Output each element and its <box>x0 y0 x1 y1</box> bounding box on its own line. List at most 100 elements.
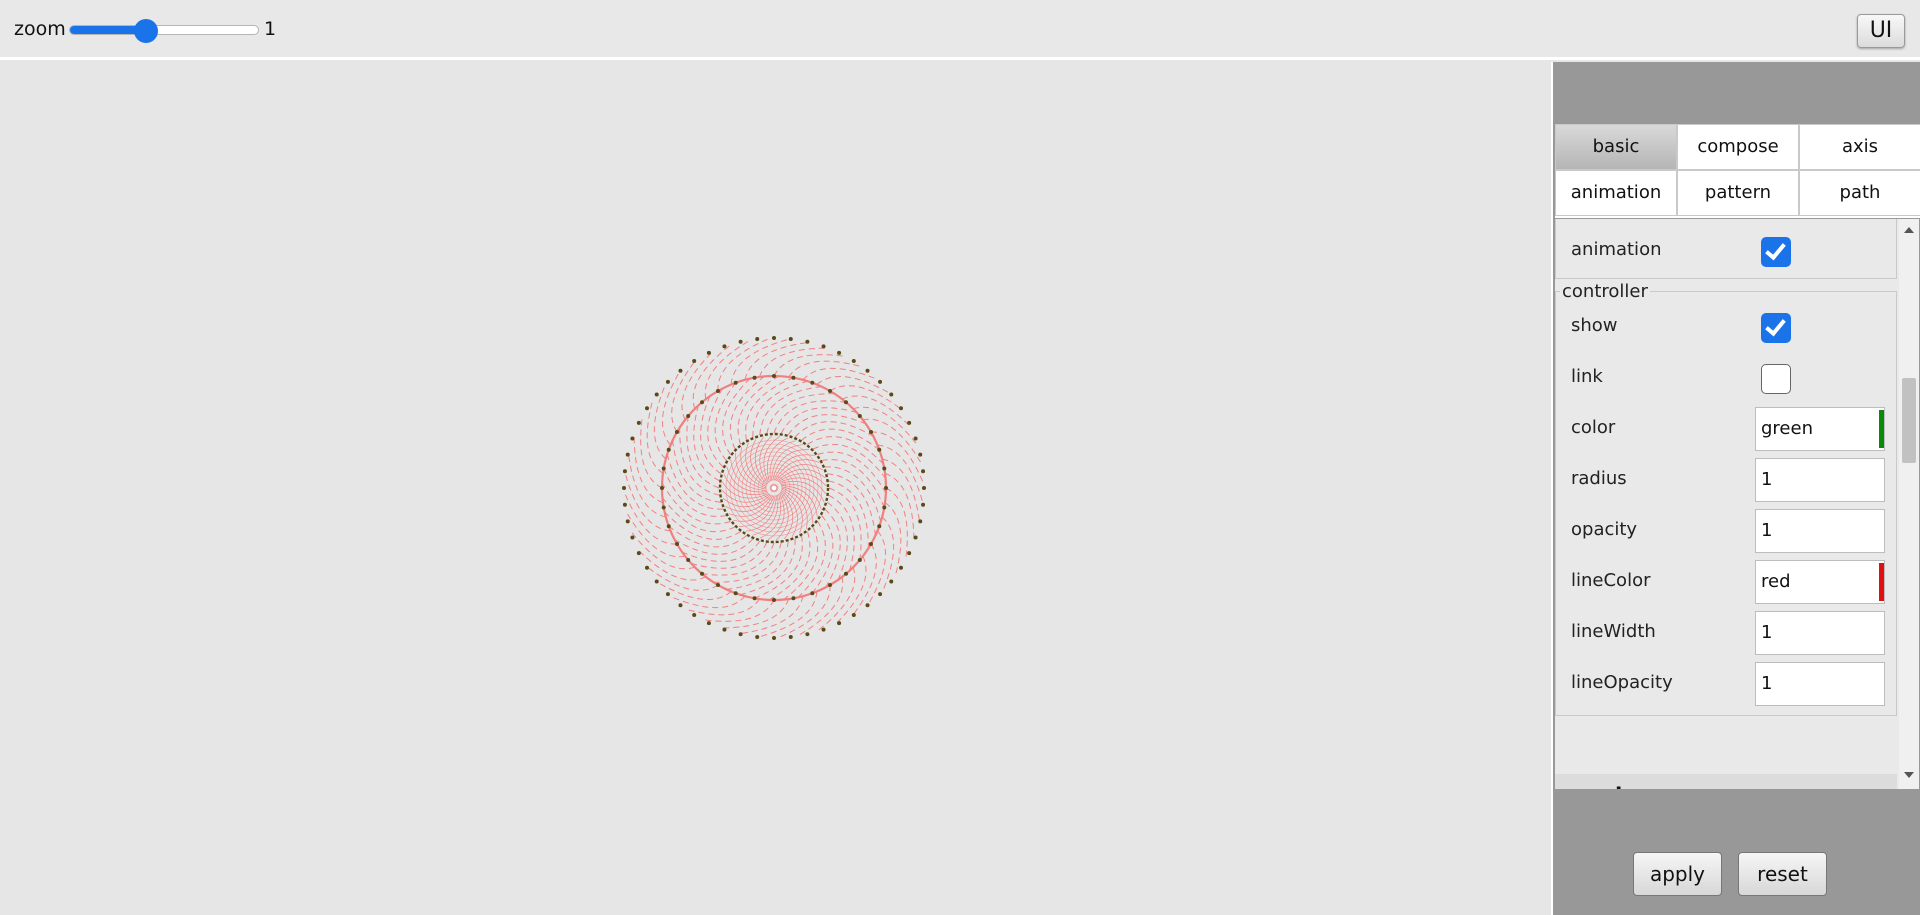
controller-legend: controller <box>1560 281 1650 302</box>
spiral-arc <box>828 480 869 549</box>
controller-dot <box>625 452 630 457</box>
show-checkbox[interactable] <box>1761 313 1791 343</box>
inner-petal <box>767 437 789 482</box>
controller-dot <box>918 519 923 524</box>
tab-compose[interactable]: compose <box>1677 124 1799 170</box>
controller-dot <box>772 598 776 602</box>
settings-scroll-region[interactable]: animation controller show link color gre… <box>1555 219 1919 789</box>
animation-checkbox[interactable] <box>1761 237 1791 267</box>
outer-arc <box>623 491 678 545</box>
inner-petal <box>763 436 781 483</box>
controller-dot <box>706 621 711 626</box>
outer-arc <box>757 591 818 638</box>
spiral-arc <box>817 451 887 494</box>
controller-dot <box>686 414 691 419</box>
panel-scrollbar[interactable] <box>1899 219 1919 789</box>
controller-dot <box>644 565 649 570</box>
outer-arc <box>773 354 846 377</box>
animation-label: animation <box>1571 239 1662 260</box>
scrollbar-thumb[interactable] <box>1902 378 1916 463</box>
inner-petal <box>774 459 820 481</box>
tab-axis[interactable]: axis <box>1799 124 1920 170</box>
controller-dot <box>716 582 720 587</box>
reset-button[interactable]: reset <box>1738 852 1827 896</box>
radius-field[interactable]: 1 <box>1755 458 1885 502</box>
tab-animation[interactable]: animation <box>1555 170 1677 216</box>
controller-dot <box>772 374 776 378</box>
linecolor-swatch[interactable] <box>1879 563 1884 601</box>
outer-arc <box>653 384 667 460</box>
outer-arc <box>758 347 829 378</box>
controller-linewidth-row: lineWidth 1 <box>1556 609 1898 655</box>
link-checkbox[interactable] <box>1761 364 1791 394</box>
color-value: green <box>1761 418 1813 439</box>
tab-path[interactable]: path <box>1799 170 1920 216</box>
show-label: show <box>1571 315 1618 336</box>
zoom-slider[interactable] <box>69 19 259 43</box>
color-field[interactable]: green <box>1755 407 1885 451</box>
outer-arc <box>629 529 695 570</box>
scroll-up-icon[interactable] <box>1904 227 1914 233</box>
outer-arc <box>624 471 671 532</box>
spiral-arc <box>811 515 834 594</box>
scroll-down-icon[interactable] <box>1904 772 1914 778</box>
spiral-arc <box>714 382 737 461</box>
edge-section-header[interactable]: edge <box>1555 774 1897 789</box>
linecolor-field[interactable]: red <box>1755 560 1885 604</box>
color-swatch[interactable] <box>1879 410 1884 448</box>
controller-dot <box>788 336 793 341</box>
outer-arc <box>719 598 790 629</box>
controller-dot <box>843 571 848 576</box>
spiral-arc <box>668 525 747 548</box>
zoom-slider-thumb[interactable] <box>134 19 158 43</box>
outer-arc <box>841 395 912 428</box>
inner-petal <box>725 495 772 512</box>
controller-dot <box>675 542 680 546</box>
inner-ring <box>757 471 791 505</box>
controller-link-row: link <box>1556 354 1898 400</box>
link-label: link <box>1571 366 1603 387</box>
outer-arc <box>796 576 844 637</box>
outer-arc <box>717 337 771 392</box>
drawing-canvas[interactable] <box>0 63 1551 915</box>
inner-petal <box>759 435 773 484</box>
outer-arc <box>802 367 878 381</box>
inner-petal <box>733 495 775 522</box>
controller-dot <box>810 591 815 596</box>
outer-arc <box>815 567 856 633</box>
inner-petal <box>781 490 798 537</box>
zoom-slider-fill <box>70 26 146 34</box>
linewidth-field[interactable]: 1 <box>1755 611 1885 655</box>
controller-dot <box>907 551 912 556</box>
inner-petal <box>773 454 815 481</box>
outer-arc <box>877 444 924 505</box>
controller-dot <box>791 375 796 380</box>
lineopacity-field[interactable]: 1 <box>1755 662 1885 706</box>
spiral-arc <box>691 542 768 569</box>
spiral-arc <box>674 538 754 555</box>
tab-basic[interactable]: basic <box>1555 124 1677 170</box>
controller-dot <box>752 375 757 380</box>
spiral-arc <box>693 405 720 482</box>
tab-pattern[interactable]: pattern <box>1677 170 1799 216</box>
opacity-field[interactable]: 1 <box>1755 509 1885 553</box>
controller-dot <box>666 447 671 452</box>
outer-arc <box>867 530 887 606</box>
spiral-arc <box>827 473 876 536</box>
controller-dot <box>686 557 691 562</box>
opacity-label: opacity <box>1571 519 1638 540</box>
inner-petal <box>781 488 803 534</box>
apply-button[interactable]: apply <box>1633 852 1722 896</box>
ui-toggle-button[interactable]: UI <box>1857 14 1905 48</box>
spiral-arc <box>812 443 886 479</box>
controller-dot <box>722 344 727 349</box>
controller-dot <box>678 368 683 373</box>
controller-dot <box>868 430 873 434</box>
controller-dot <box>851 613 856 618</box>
controller-dot <box>805 339 810 344</box>
inner-petal <box>767 493 785 540</box>
outer-arc <box>881 516 895 592</box>
outer-arc <box>829 385 903 411</box>
outer-arc <box>851 543 877 617</box>
outer-arc <box>862 418 923 466</box>
